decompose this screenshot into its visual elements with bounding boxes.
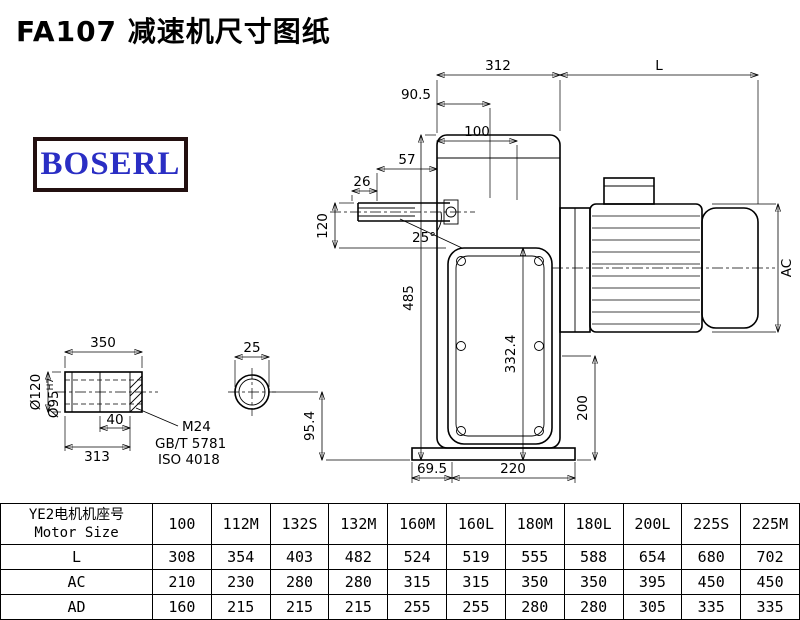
page-title: FA107 减速机尺寸图纸 [16,15,331,48]
dimension-lines [48,75,778,478]
cell-L-160M: 524 [387,544,448,570]
shaft-detail-view [64,371,179,427]
cell-AD-200L: 305 [622,594,683,620]
cell-L-180L: 588 [563,544,624,570]
cell-AC-180M: 350 [504,569,565,595]
cell-AD-160M: 255 [387,594,448,620]
cell-AD-225M: 335 [740,594,800,620]
cell-AD-100: 160 [152,594,212,620]
cell-L-112M: 354 [210,544,271,570]
cell-AC-225S: 450 [681,569,742,595]
cell-AD-132M: 215 [328,594,389,620]
col-header-112M: 112M [210,503,271,545]
dim-40: 40 [106,412,123,428]
motor [559,177,759,333]
cell-L-225S: 680 [681,544,742,570]
gearbox-housing [411,134,576,461]
cell-AC-100: 210 [152,569,212,595]
cell-AC-132M: 280 [328,569,389,595]
dim-25deg: 25° [412,230,436,246]
extension-lines [52,80,776,483]
dim-dia120: Ø120 [28,374,44,410]
col-header-motor-size: YE2电机机座号 Motor Size [0,503,153,545]
boserl-logo-text: BOSERL [40,146,181,182]
dim-25: 25 [243,340,260,356]
col-header-100: 100 [152,503,212,545]
motor-size-label-en: Motor Size [34,525,119,541]
cell-AC-160M: 315 [387,569,448,595]
cell-L-100: 308 [152,544,212,570]
cell-AD-160L: 255 [446,594,506,620]
cell-L-160L: 519 [446,544,506,570]
cell-AC-160L: 315 [446,569,506,595]
dimension-labels: 312 L 90.5 100 57 26 120 25° 485 332.4 A… [28,58,795,477]
dim-dia95h7: Ø95H7 [46,378,62,418]
dim-L: L [655,58,663,74]
cell-L-200L: 654 [622,544,683,570]
col-header-225M: 225M [740,503,800,545]
label-iso-4018: ISO 4018 [158,452,220,468]
cell-L-132S: 403 [269,544,330,570]
cell-AC-132S: 280 [269,569,330,595]
dim-332-4: 332.4 [503,335,519,374]
cell-L-132M: 482 [328,544,389,570]
dim-100: 100 [464,124,490,140]
dim-485: 485 [401,285,417,311]
row-label-AD: AD [0,594,153,620]
dim-120: 120 [315,213,331,239]
dim-90-5: 90.5 [401,87,431,103]
motor-fins [592,215,700,325]
boserl-logo: BOSERL [33,137,188,192]
cell-AD-112M: 215 [210,594,271,620]
dim-AC: AC [779,259,795,277]
cell-AC-225M: 450 [740,569,800,595]
dia95-value: Ø95 [46,390,62,418]
motor-size-label-cn: YE2电机机座号 [28,506,125,523]
label-gbt-5781: GB/T 5781 [155,436,226,452]
row-label-AC: AC [0,569,153,595]
centerlines [55,211,775,416]
row-label-L: L [0,544,153,570]
dia95-tolerance: H7 [46,378,56,391]
dim-95-4: 95.4 [302,411,318,441]
label-m24: M24 [182,419,211,435]
dim-350: 350 [90,335,116,351]
cell-AD-180M: 280 [504,594,565,620]
col-header-132M: 132M [328,503,389,545]
col-header-200L: 200L [622,503,683,545]
dim-57: 57 [398,152,415,168]
col-header-132S: 132S [269,503,330,545]
dim-312: 312 [485,58,511,74]
dim-313: 313 [84,449,110,465]
dim-26: 26 [353,174,370,190]
col-header-160L: 160L [446,503,506,545]
angle-25-construction [399,211,463,249]
dim-200: 200 [575,395,591,421]
cell-AC-200L: 395 [622,569,683,595]
cell-L-180M: 555 [504,544,565,570]
cell-L-225M: 702 [740,544,800,570]
cell-AC-112M: 230 [210,569,271,595]
dim-69-5: 69.5 [417,461,447,477]
cell-AD-225S: 335 [681,594,742,620]
col-header-180M: 180M [504,503,565,545]
col-header-225S: 225S [681,503,742,545]
technical-drawing: 312 L 90.5 100 57 26 120 25° 485 332.4 A… [28,58,795,483]
col-header-160M: 160M [387,503,448,545]
dim-220: 220 [500,461,526,477]
cell-AC-180L: 350 [563,569,624,595]
cell-AD-180L: 280 [563,594,624,620]
shaft-cross-section [234,374,270,410]
col-header-180L: 180L [563,503,624,545]
cell-AD-132S: 215 [269,594,330,620]
